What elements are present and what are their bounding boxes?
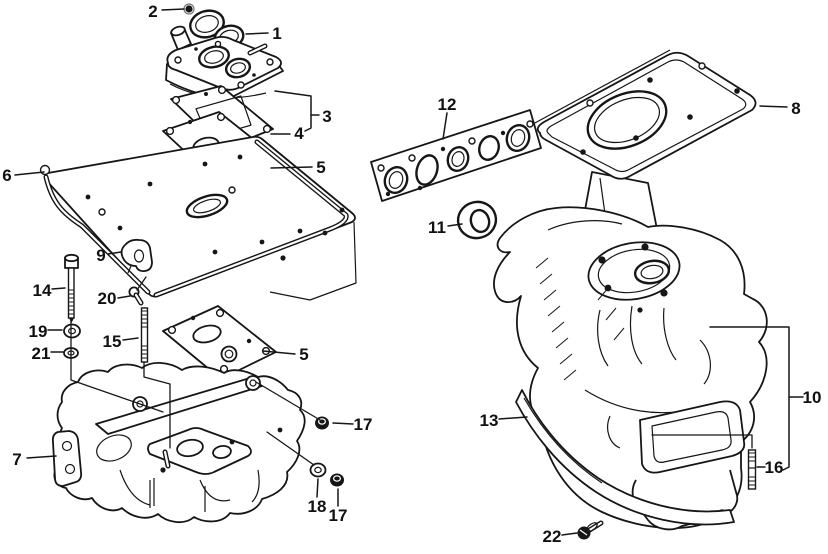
stud-part15	[140, 307, 149, 363]
carb-gasket-part1	[189, 9, 245, 50]
washer-part19	[63, 323, 81, 339]
callout-number-17-nut: 17	[354, 415, 373, 434]
callout-leader-11	[447, 223, 463, 227]
callout-number-2-screw: 2	[148, 2, 157, 21]
callout-number-13-lower-heat-shield: 13	[480, 411, 499, 430]
screw-part20	[128, 286, 144, 306]
callout-number-19-washer: 19	[29, 322, 48, 341]
callout-number-21-washer: 21	[32, 344, 51, 363]
callout-number-22-bolt: 22	[543, 527, 562, 546]
callout-leader-1	[245, 32, 269, 35]
assembly-projection-line	[143, 361, 171, 449]
assembly-projection-line	[136, 276, 147, 291]
callout-leader-6	[14, 171, 45, 176]
wire-clamp-part9	[120, 238, 153, 274]
callout-leader-15	[122, 337, 139, 341]
callout-number-8-heat-shield-plate: 8	[791, 99, 800, 118]
callout-number-6-baffle-plate: 6	[2, 166, 11, 185]
callout-number-11-seal-ring: 11	[428, 218, 446, 237]
callout-number-4-insulator-gasket: 4	[294, 124, 304, 143]
callout-bracket-3	[274, 90, 312, 132]
callout-number-5-manifold-gasket: 5	[299, 345, 308, 364]
washer-part18	[309, 462, 327, 478]
callout-leader-5	[270, 166, 313, 169]
heat-shield-plate-part8	[532, 49, 757, 180]
intake-manifold-part7	[51, 362, 306, 524]
assembly-projection-line	[255, 381, 321, 421]
callout-leader-17	[332, 422, 354, 425]
callout-leader-14	[51, 287, 66, 290]
callout-number-16-stud: 16	[765, 458, 784, 477]
callout-leader-9	[107, 251, 122, 255]
callout-leader-5	[262, 350, 296, 355]
callout-number-20-screw: 20	[98, 289, 117, 308]
stud-part16	[747, 449, 757, 490]
callout-leader-2	[161, 8, 185, 11]
insulator-part3	[165, 25, 284, 99]
lower-heat-shield-part13	[515, 389, 735, 526]
callout-number-14-bolt: 14	[33, 281, 52, 300]
callout-number-1-carburetor-gasket: 1	[272, 24, 281, 43]
assembly-projection-line	[266, 431, 315, 466]
callout-number-5-carburetor-base-gasket: 5	[316, 158, 325, 177]
callout-number-3-insulator-assembly: 3	[322, 107, 331, 126]
callout-number-18-washer: 18	[308, 497, 327, 516]
bolt-part22	[577, 520, 604, 540]
callout-number-9-wire-clamp: 9	[96, 246, 105, 265]
callout-number-12-exhaust-manifold-gasket: 12	[438, 95, 457, 114]
callout-leader-12	[442, 112, 448, 140]
callout-number-10-exhaust-manifold-assembly: 10	[803, 388, 822, 407]
callout-leader-22	[561, 532, 578, 536]
assembly-projection-line	[651, 434, 753, 449]
callout-leader-20	[117, 295, 131, 299]
callout-leader-18	[316, 478, 319, 498]
callout-number-15-stud: 15	[103, 332, 122, 351]
nut-part17b	[330, 473, 344, 487]
callout-number-7-intake-manifold: 7	[12, 450, 21, 469]
screw-part2	[183, 3, 195, 15]
callout-leader-7	[26, 455, 57, 459]
callout-number-17-nut: 17	[329, 506, 348, 525]
callout-leader-8	[759, 105, 788, 108]
exhaust-gasket-part12	[370, 109, 542, 202]
assembly-projection-line	[70, 317, 164, 413]
callout-leader-13	[498, 416, 528, 420]
